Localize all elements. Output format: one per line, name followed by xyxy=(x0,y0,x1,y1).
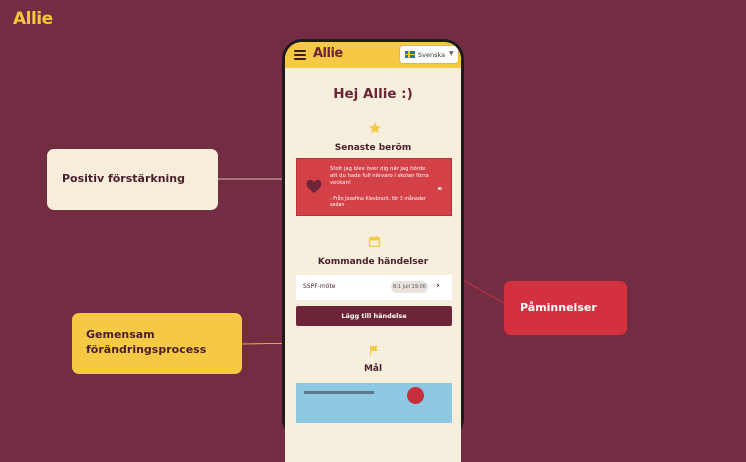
menu-icon[interactable] xyxy=(294,50,306,60)
event-item[interactable]: SSPF-möte 8:1 juli 19:00 › xyxy=(296,275,452,300)
callout-positive-label: Positiv förstärkning xyxy=(62,172,186,185)
callout-process-label: Gemensam förändringsprocess xyxy=(86,328,207,356)
phone-frame: Allie Svenska ▼ Hej Allie :) Senaste ber… xyxy=(282,39,464,462)
goal-card[interactable] xyxy=(296,383,452,423)
goals-section-title: Mål xyxy=(363,364,383,374)
goal-text-placeholder xyxy=(304,391,374,394)
chevron-right-icon[interactable]: › xyxy=(436,281,440,291)
events-section-title: Kommande händelser xyxy=(317,257,429,267)
speaker-icon[interactable] xyxy=(437,185,444,192)
praise-message: Stolt jag blev över dig när jag hörde at… xyxy=(330,166,429,187)
sweden-flag-icon xyxy=(405,51,415,58)
star-icon xyxy=(369,122,381,134)
callout-reminders: Påminnelser xyxy=(504,281,627,335)
praise-author: - Från Josefina Klevbrant, för 3 månader… xyxy=(330,197,426,209)
callout-reminders-label: Påminnelser xyxy=(520,301,597,314)
praise-section-title: Senaste beröm xyxy=(334,143,412,153)
callout-shared-process: Gemensam förändringsprocess xyxy=(72,313,242,374)
brand-logo: Allie xyxy=(13,9,53,29)
add-event-button[interactable]: Lägg till händelse xyxy=(296,306,452,326)
language-select[interactable]: Svenska ▼ xyxy=(400,46,458,63)
page-title: Hej Allie :) xyxy=(333,86,413,102)
app-logo: Allie xyxy=(313,46,343,61)
chevron-down-icon: ▼ xyxy=(449,50,454,57)
calendar-icon xyxy=(368,236,381,248)
praise-card[interactable]: Stolt jag blev över dig när jag hörde at… xyxy=(296,158,452,216)
event-date-badge: 8:1 juli 19:00 xyxy=(391,281,428,293)
goal-badge xyxy=(407,387,424,404)
language-label: Svenska xyxy=(418,50,446,59)
callout-positive-reinforcement: Positiv förstärkning xyxy=(47,149,218,210)
heart-icon xyxy=(306,179,322,194)
app-screen: Allie Svenska ▼ Hej Allie :) Senaste ber… xyxy=(285,42,461,462)
flag-icon xyxy=(370,345,378,356)
event-name: SSPF-möte xyxy=(303,283,336,290)
app-header: Allie Svenska ▼ xyxy=(285,42,461,68)
